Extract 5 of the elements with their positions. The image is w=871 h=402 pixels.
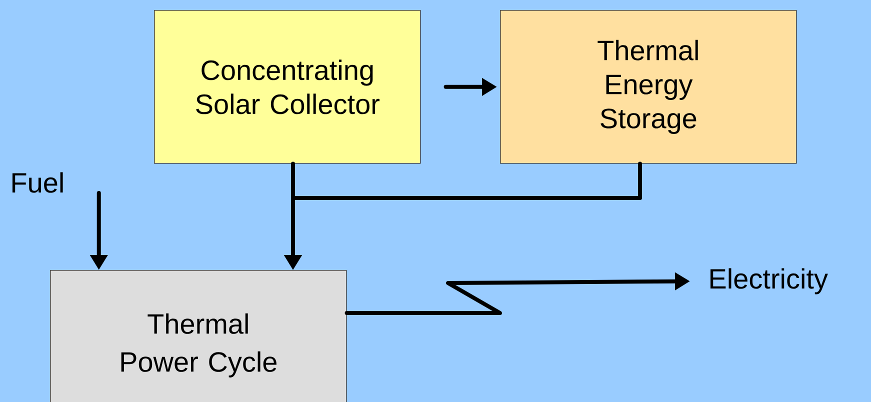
- process-box: Thermal Power Cycle: [50, 270, 347, 402]
- process-box: Thermal Energy Storage: [500, 10, 797, 164]
- flow-label: Electricity: [710, 268, 828, 294]
- flow-label: Fuel: [12, 172, 63, 193]
- process-box: Concentrating Solar Collector: [154, 10, 421, 164]
